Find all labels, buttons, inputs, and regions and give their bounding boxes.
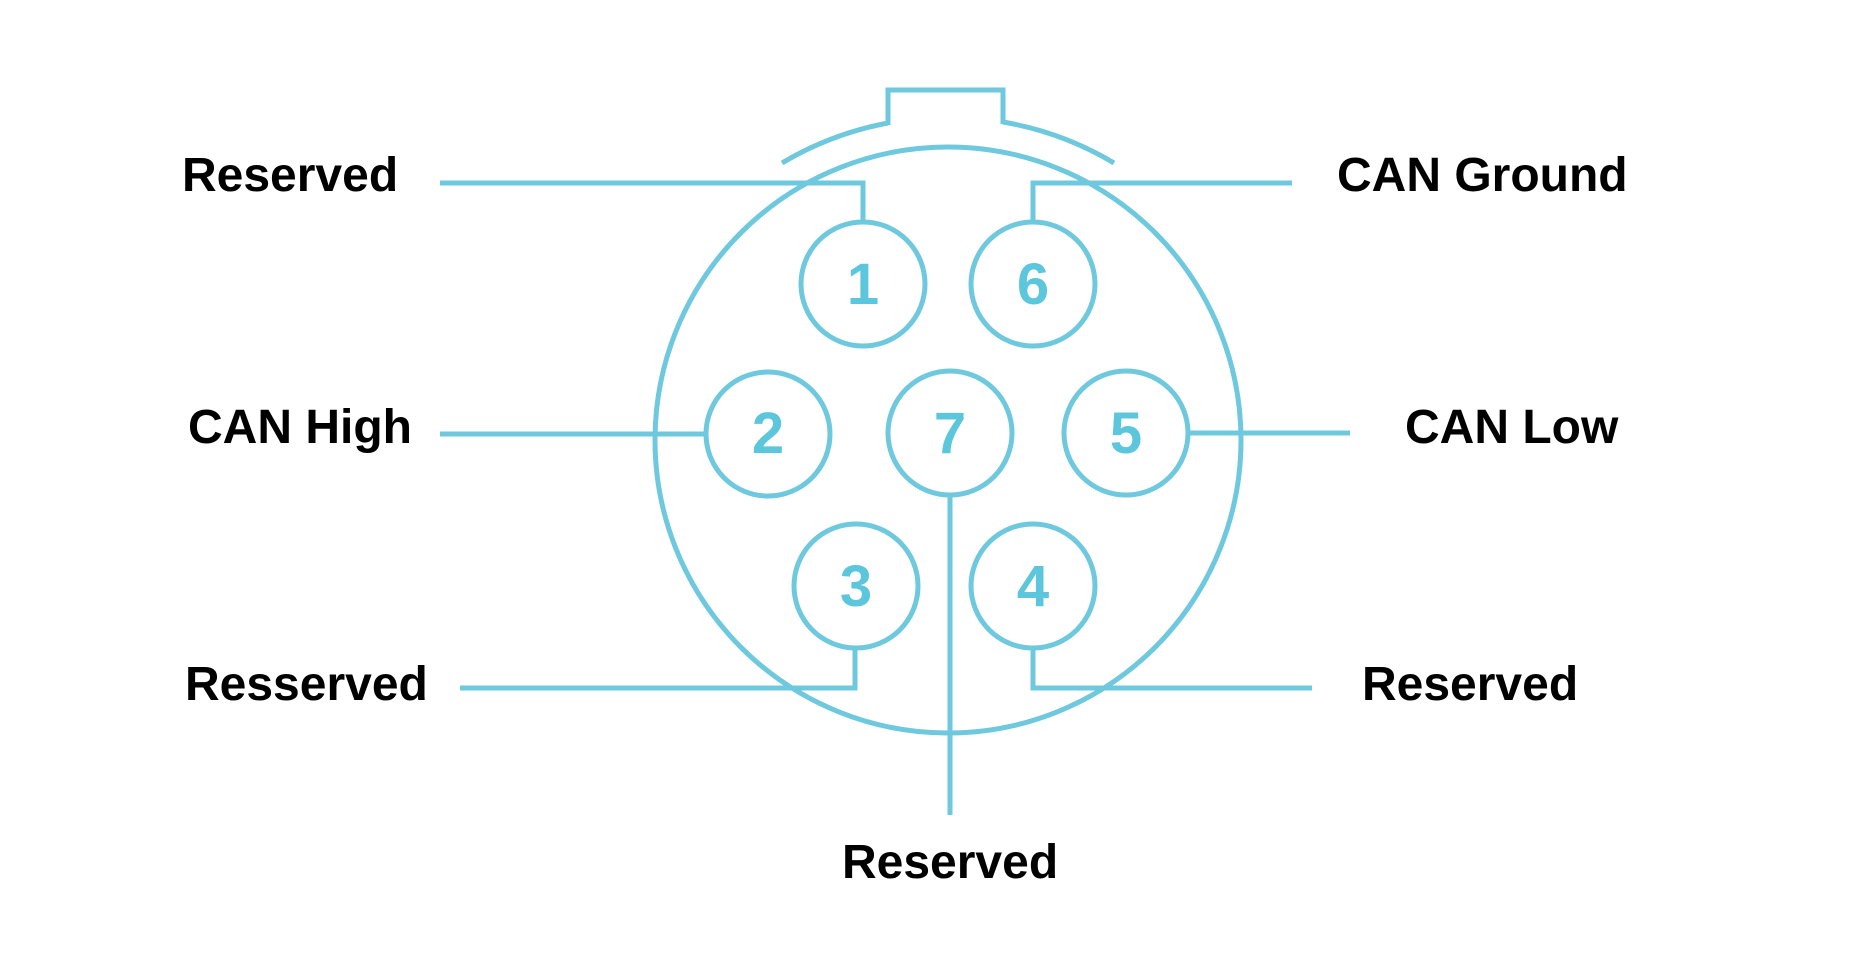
pin-2-number: 2 [751,400,785,466]
label-pin-4-reserved: Reserved [1362,658,1579,711]
keying-tab [885,87,1006,125]
leader-pin-6-can-ground [1030,180,1292,222]
leader-pin-4-reserved [1030,648,1312,691]
outer-arc-right [1002,119,1116,166]
label-pin-5-can-low: CAN Low [1405,401,1619,454]
pin-3-number: 3 [839,553,873,619]
label-pin-3-resserved: Resserved [185,658,428,711]
outer-arc-left [780,120,889,166]
pin-7-number: 7 [933,400,967,466]
leader-pin-3-resserved [460,648,858,691]
label-pin-7-reserved: Reserved [842,836,1059,889]
pin-5-number: 5 [1109,400,1143,466]
pin-6-number: 6 [1016,251,1050,317]
label-pin-6-can-ground: CAN Ground [1337,149,1628,202]
pin-1-number: 1 [846,251,880,317]
label-pin-2-can-high: CAN High [188,401,412,454]
label-pin-1-reserved: Reserved [182,149,399,202]
leader-pin-1-reserved [440,180,866,222]
pin-4-number: 4 [1016,553,1050,619]
